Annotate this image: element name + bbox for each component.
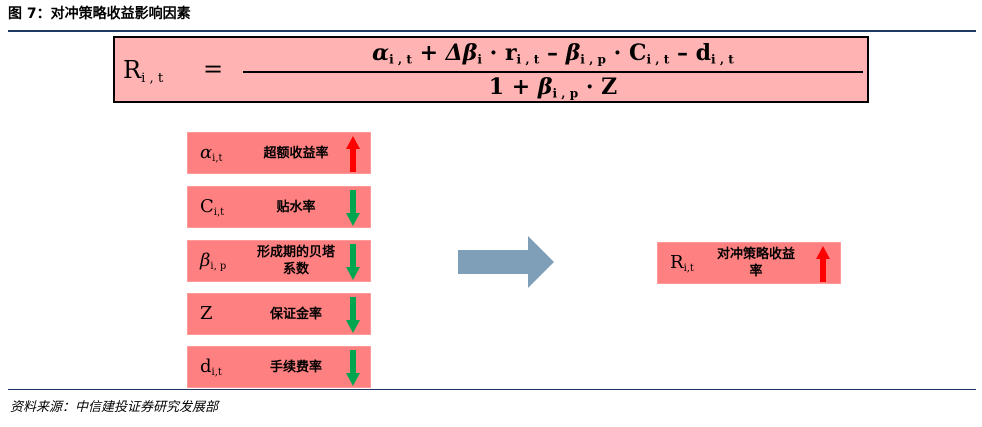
num-alpha: α <box>372 40 390 66</box>
factor-symbol-sub: i,t <box>213 206 225 218</box>
result-symbol-letter: R <box>670 252 684 273</box>
factor-label: 手续费率 <box>269 359 322 375</box>
factor-label: 形成期的贝塔系数 <box>256 245 335 277</box>
num-c-sub: i , t <box>646 52 670 67</box>
factor-margin-rate: Z 保证金率 <box>187 293 371 335</box>
formula-numerator: αi , t + Δβi · ri , t – βi , p · Ci , t … <box>243 40 863 67</box>
den-z: Z <box>601 74 618 100</box>
factor-symbol-letter: β <box>200 250 211 271</box>
factor-symbol: Z <box>200 303 213 325</box>
bottom-divider <box>8 389 976 390</box>
factor-symbol-sub: i,t <box>211 366 222 378</box>
arrow-down-icon <box>346 190 360 226</box>
factor-excess-return: αi,t 超额收益率 <box>187 132 371 174</box>
num-plus: + <box>411 40 446 66</box>
lhs-symbol: R <box>123 56 142 84</box>
formula-lhs: Ri , t <box>123 56 163 86</box>
factor-symbol-sub: i, p <box>210 260 227 272</box>
num-minus-1: – <box>539 40 566 66</box>
num-minus-2: – <box>669 40 696 66</box>
factor-symbol-letter: α <box>200 142 213 163</box>
lhs-subscript: i , t <box>141 70 164 86</box>
arrow-down-icon <box>346 244 360 280</box>
den-beta-sub: i , p <box>552 86 579 101</box>
factor-symbol-letter: C <box>200 196 214 217</box>
result-symbol-sub: i,t <box>683 262 694 274</box>
factor-formation-beta: βi, p 形成期的贝塔系数 <box>187 240 371 282</box>
num-delta-beta-sub: i <box>477 52 482 67</box>
result-symbol: Ri,t <box>670 252 694 274</box>
figure-title: 图 7：对冲策略收益影响因素 <box>8 6 191 22</box>
factor-symbol: Ci,t <box>200 196 224 218</box>
factor-symbol-letter: Z <box>200 303 213 324</box>
num-beta-sub: i , p <box>580 52 606 67</box>
num-dot-1: · <box>481 40 505 66</box>
factor-symbol-sub: i,t <box>212 152 223 164</box>
arrow-up-icon <box>816 246 830 282</box>
arrow-down-icon <box>346 297 360 333</box>
formula-equals: = <box>203 55 224 83</box>
factor-label: 超额收益率 <box>263 145 329 161</box>
den-plus: + <box>504 74 538 100</box>
num-delta-beta: Δβ <box>445 40 478 66</box>
result-label: 对冲策略收益率 <box>716 247 795 279</box>
right-arrow-icon <box>458 236 554 288</box>
factor-symbol: αi,t <box>200 142 222 164</box>
num-alpha-sub: i , t <box>389 52 412 67</box>
den-one: 1 <box>488 74 505 100</box>
factor-symbol-letter: d <box>200 356 212 377</box>
source-note: 资料来源：中信建投证券研究发展部 <box>10 400 219 415</box>
num-dot-2: · <box>605 40 629 66</box>
arrow-down-icon <box>346 350 360 386</box>
factor-label: 保证金率 <box>269 306 322 322</box>
formula-denominator: 1 + βi , p · Z <box>243 74 863 101</box>
den-dot: · <box>578 74 602 100</box>
top-divider <box>8 30 976 32</box>
num-r-sub: i , t <box>516 52 540 67</box>
fraction-bar <box>243 71 863 73</box>
factor-discount-rate: Ci,t 贴水率 <box>187 186 371 228</box>
result-hedge-return: Ri,t 对冲策略收益率 <box>657 242 841 284</box>
num-c: C <box>628 40 647 66</box>
factor-symbol: di,t <box>200 356 222 378</box>
factor-fee-rate: di,t 手续费率 <box>187 346 371 388</box>
den-beta: β <box>537 74 553 100</box>
arrow-up-icon <box>346 136 360 172</box>
num-r: r <box>504 40 517 66</box>
factor-symbol: βi, p <box>200 250 226 272</box>
num-d: d <box>695 40 712 66</box>
factor-label: 贴水率 <box>276 199 316 215</box>
num-d-sub: i , t <box>711 52 734 67</box>
formula-box: Ri , t = αi , t + Δβi · ri , t – βi , p … <box>113 36 869 103</box>
num-beta: β <box>565 40 581 66</box>
